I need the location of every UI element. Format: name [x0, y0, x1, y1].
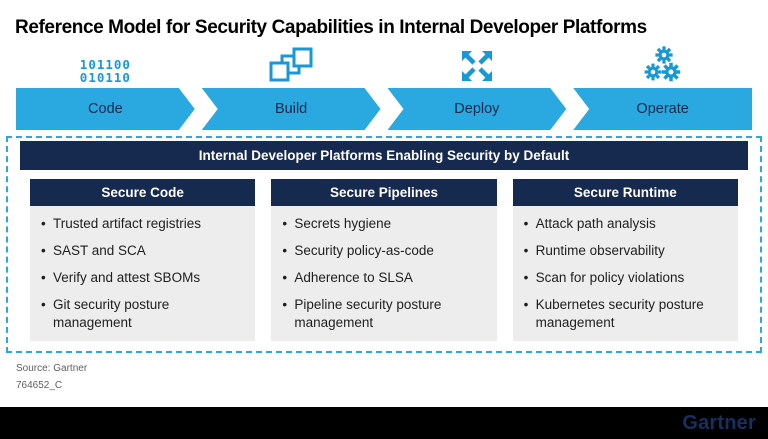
list-item: SAST and SCA — [40, 242, 247, 260]
expand-arrows-icon — [388, 45, 567, 87]
column-body: Attack path analysis Runtime observabili… — [512, 206, 738, 341]
footnote: Source: Gartner 764652_C — [16, 360, 768, 394]
list-item: Pipeline security posture management — [281, 296, 488, 332]
column-secure-code: Secure Code Trusted artifact registries … — [30, 179, 256, 341]
stage-code: Code — [16, 88, 195, 130]
source-line: Source: Gartner — [16, 363, 88, 374]
column-secure-runtime: Secure Runtime Attack path analysis Runt… — [512, 179, 738, 341]
list-item: Runtime observability — [523, 242, 730, 260]
binary-code-icon: 101100 010110 — [16, 45, 195, 87]
stage-operate: Operate — [573, 88, 752, 130]
stage-deploy: Deploy — [388, 88, 567, 130]
column-body: Trusted artifact registries SAST and SCA… — [30, 206, 256, 341]
binary-line-1: 101100 — [79, 57, 131, 72]
platform-banner: Internal Developer Platforms Enabling Se… — [20, 141, 748, 170]
list-item: Scan for policy violations — [523, 269, 730, 287]
stage-build: Build — [202, 88, 381, 130]
list-item: Secrets hygiene — [281, 215, 488, 233]
note-id: 764652_C — [16, 380, 63, 391]
list-item: Kubernetes security posture management — [523, 296, 730, 332]
list-item: Git security posture management — [40, 296, 247, 332]
binary-line-2: 010110 — [79, 70, 131, 85]
capability-columns: Secure Code Trusted artifact registries … — [30, 179, 738, 341]
gartner-logo: Gartner — [682, 411, 756, 434]
column-secure-pipelines: Secure Pipelines Secrets hygiene Securit… — [271, 179, 497, 341]
lifecycle-icons-row: 101100 010110 — [16, 45, 752, 87]
list-item: Trusted artifact registries — [40, 215, 247, 233]
binary-code-text: 101100 010110 — [80, 58, 131, 84]
lifecycle-arrow-bar: Code Build Deploy Operate — [16, 88, 752, 130]
gears-icon — [573, 45, 752, 87]
security-platform-panel: Internal Developer Platforms Enabling Se… — [6, 136, 762, 353]
column-header: Secure Pipelines — [271, 179, 497, 206]
footer-bar: Gartner — [0, 407, 768, 439]
list-item: Verify and attest SBOMs — [40, 269, 247, 287]
column-body: Secrets hygiene Security policy-as-code … — [271, 206, 497, 341]
stacked-windows-icon — [202, 45, 381, 87]
column-header: Secure Runtime — [512, 179, 738, 206]
column-header: Secure Code — [30, 179, 256, 206]
list-item: Adherence to SLSA — [281, 269, 488, 287]
list-item: Security policy-as-code — [281, 242, 488, 260]
page-title: Reference Model for Security Capabilitie… — [15, 17, 647, 38]
list-item: Attack path analysis — [523, 215, 730, 233]
